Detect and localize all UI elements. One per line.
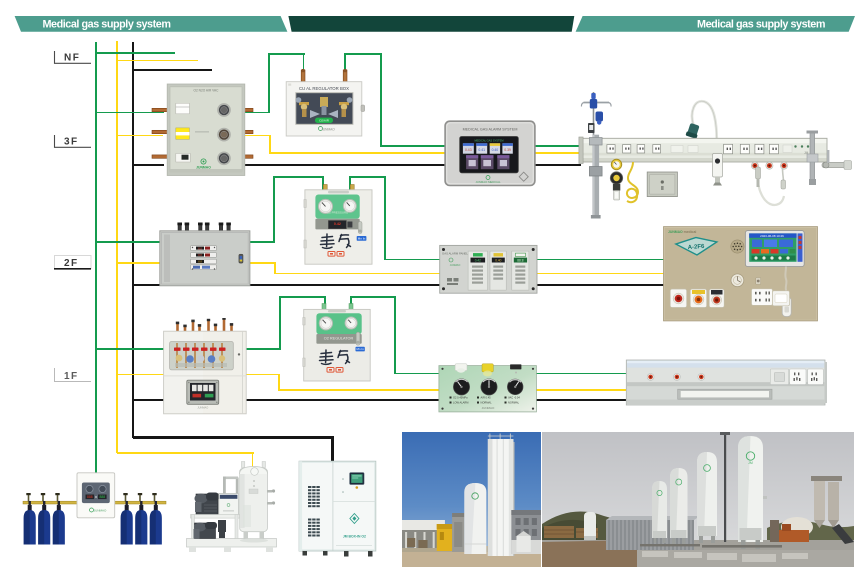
svg-text:AIR 0.45: AIR 0.45 — [481, 396, 492, 400]
svg-text:8.8: 8.8 — [198, 246, 202, 250]
svg-text:VAC -0.04: VAC -0.04 — [508, 396, 520, 400]
svg-text:JUNMAO medical: JUNMAO medical — [668, 230, 696, 234]
svg-text:0.39: 0.39 — [504, 148, 511, 152]
svg-text:8.8: 8.8 — [198, 260, 202, 264]
svg-text:Mn In: Mn In — [358, 237, 366, 241]
svg-text:LOW ALARM: LOW ALARM — [453, 401, 468, 405]
svg-text:A-2F6: A-2F6 — [688, 244, 706, 251]
svg-text:3F: 3F — [64, 137, 79, 148]
svg-text:MEDICAL GAS ALARM SYSTEM: MEDICAL GAS ALARM SYSTEM — [463, 128, 518, 132]
svg-text:NORMAL: NORMAL — [481, 401, 493, 405]
svg-text:2023-06-08 10:26: 2023-06-08 10:26 — [760, 234, 784, 238]
svg-text:888: 888 — [99, 495, 105, 499]
svg-text:JM BOX-IN O2: JM BOX-IN O2 — [343, 535, 366, 539]
svg-text:0.42: 0.42 — [475, 258, 481, 262]
svg-text:JUNMAO: JUNMAO — [321, 127, 335, 131]
svg-text:0.40: 0.40 — [492, 148, 499, 152]
svg-text:O2/AIR: O2/AIR — [319, 119, 330, 123]
svg-text:JUNMAO: JUNMAO — [94, 509, 107, 513]
svg-text:CU AL REGULATOR BOX: CU AL REGULATOR BOX — [299, 86, 349, 91]
svg-text:2F: 2F — [64, 258, 79, 269]
svg-text:GAS ALARM PANEL: GAS ALARM PANEL — [442, 252, 468, 256]
svg-text:Mn In: Mn In — [356, 347, 364, 351]
svg-text:JM: JM — [748, 461, 753, 465]
svg-text:888: 888 — [87, 495, 93, 499]
svg-text:O2 0.45MPa: O2 0.45MPa — [453, 396, 468, 400]
svg-text:Medical gas supply system: Medical gas supply system — [43, 19, 171, 31]
svg-text:0.40: 0.40 — [495, 258, 501, 262]
svg-text:NORMAL: NORMAL — [508, 401, 520, 405]
svg-text:Medical gas supply system: Medical gas supply system — [697, 19, 825, 31]
svg-text:JUNMAO: JUNMAO — [196, 166, 211, 170]
svg-text:JUNMAO: JUNMAO — [197, 406, 208, 410]
svg-text:JUNMAO: JUNMAO — [450, 264, 461, 267]
svg-text:O2 N2O AIR VAC: O2 N2O AIR VAC — [194, 89, 220, 93]
svg-text:JUNMAO: JUNMAO — [482, 406, 495, 410]
svg-text:NF: NF — [64, 53, 80, 64]
svg-text:JM: JM — [804, 151, 809, 155]
svg-text:O2 REGULATOR: O2 REGULATOR — [324, 337, 354, 341]
svg-text:0.43: 0.43 — [465, 148, 472, 152]
svg-text:O2 PRESSURE: O2 PRESSURE — [327, 211, 348, 215]
svg-text:JUNMAO MEDICAL: JUNMAO MEDICAL — [475, 180, 500, 184]
svg-text:88:8: 88:8 — [517, 258, 523, 262]
svg-text:MEDICAL GAS SYSTEM: MEDICAL GAS SYSTEM — [474, 139, 503, 143]
svg-text:1F: 1F — [64, 371, 79, 382]
svg-text:0.41: 0.41 — [478, 148, 485, 152]
svg-text:0.42: 0.42 — [334, 222, 341, 226]
svg-text:8.8: 8.8 — [198, 253, 202, 257]
